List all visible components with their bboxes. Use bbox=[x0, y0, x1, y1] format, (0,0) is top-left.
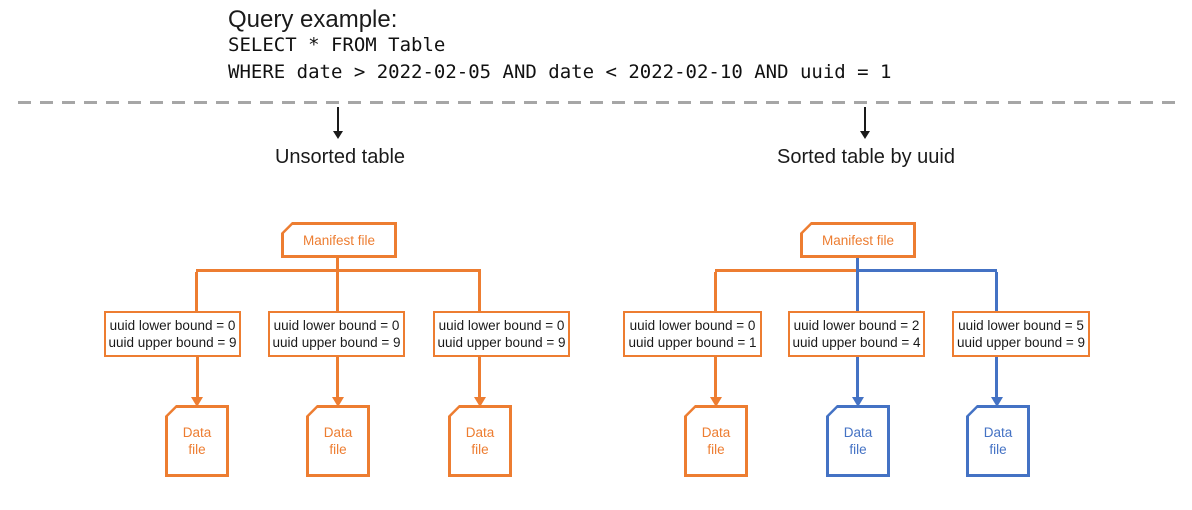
upper-bound-text: uuid upper bound = 4 bbox=[792, 335, 921, 350]
upper-bound-text: uuid upper bound = 9 bbox=[272, 335, 401, 350]
arrow-shaft bbox=[714, 357, 717, 397]
lower-bound-text: uuid lower bound = 2 bbox=[793, 318, 920, 333]
connector-drop-1 bbox=[195, 272, 198, 311]
bound-box-2: uuid lower bound = 0 uuid upper bound = … bbox=[268, 311, 405, 357]
manifest-file-label: Manifest file bbox=[803, 225, 913, 255]
connector-drop-3 bbox=[995, 272, 998, 311]
arrow-head-icon bbox=[332, 397, 344, 407]
data-file-label: Data file bbox=[323, 425, 353, 457]
section-divider bbox=[18, 101, 1177, 104]
data-file-node-3: Data file bbox=[966, 405, 1030, 477]
data-file-label: Data file bbox=[983, 425, 1013, 457]
arrow-head-icon bbox=[852, 397, 864, 407]
lower-bound-text: uuid lower bound = 0 bbox=[629, 318, 756, 333]
arrow-shaft bbox=[337, 107, 339, 131]
data-file-node-2: Data file bbox=[826, 405, 890, 477]
lower-bound-text: uuid lower bound = 5 bbox=[958, 318, 1084, 333]
data-file-label: Data file bbox=[843, 425, 873, 457]
connector-horizontal-bar bbox=[196, 269, 481, 272]
connector-drop-2 bbox=[336, 272, 339, 311]
tree-title-unsorted: Unsorted table bbox=[274, 146, 406, 168]
bound-box-3: uuid lower bound = 5 uuid upper bound = … bbox=[952, 311, 1090, 357]
arrow-head-icon bbox=[991, 397, 1003, 407]
upper-bound-text: uuid upper bound = 9 bbox=[437, 335, 566, 350]
arrow-head-icon bbox=[191, 397, 203, 407]
connector-drop-3 bbox=[478, 272, 481, 311]
lower-bound-text: uuid lower bound = 0 bbox=[109, 318, 236, 333]
arrow-shaft bbox=[196, 357, 199, 397]
arrow-head-icon bbox=[333, 131, 343, 139]
query-sql-line-1: SELECT * FROM Table bbox=[228, 34, 446, 56]
arrow-head-icon bbox=[710, 397, 722, 407]
upper-bound-text: uuid upper bound = 9 bbox=[108, 335, 237, 350]
upper-bound-text: uuid upper bound = 9 bbox=[957, 335, 1085, 350]
query-title: Query example: bbox=[228, 6, 398, 33]
bound-box-2: uuid lower bound = 2 uuid upper bound = … bbox=[788, 311, 925, 357]
data-file-node-2: Data file bbox=[306, 405, 370, 477]
data-file-node-1: Data file bbox=[684, 405, 748, 477]
connector-horizontal-left bbox=[715, 269, 858, 272]
connector-drop-2 bbox=[856, 256, 859, 311]
manifest-file-label: Manifest file bbox=[284, 225, 394, 255]
arrow-head-icon bbox=[474, 397, 486, 407]
connector-horizontal-right bbox=[858, 269, 997, 272]
arrow-shaft bbox=[864, 107, 866, 131]
arrow-shaft bbox=[336, 357, 339, 397]
data-file-label: Data file bbox=[701, 425, 731, 457]
lower-bound-text: uuid lower bound = 0 bbox=[438, 318, 565, 333]
arrow-shaft bbox=[478, 357, 481, 397]
bound-box-1: uuid lower bound = 0 uuid upper bound = … bbox=[104, 311, 241, 357]
bound-box-3: uuid lower bound = 0 uuid upper bound = … bbox=[433, 311, 570, 357]
connector-manifest-stub bbox=[336, 256, 339, 272]
arrow-shaft bbox=[856, 357, 859, 397]
data-file-node-3: Data file bbox=[448, 405, 512, 477]
manifest-file-node: Manifest file bbox=[281, 222, 397, 258]
query-sql-line-2: WHERE date > 2022-02-05 AND date < 2022-… bbox=[228, 61, 892, 83]
upper-bound-text: uuid upper bound = 1 bbox=[628, 335, 757, 350]
data-file-node-1: Data file bbox=[165, 405, 229, 477]
bound-box-1: uuid lower bound = 0 uuid upper bound = … bbox=[623, 311, 762, 357]
arrow-head-icon bbox=[860, 131, 870, 139]
manifest-file-node: Manifest file bbox=[800, 222, 916, 258]
lower-bound-text: uuid lower bound = 0 bbox=[273, 318, 400, 333]
connector-drop-1 bbox=[714, 272, 717, 311]
arrow-shaft bbox=[995, 357, 998, 397]
data-file-label: Data file bbox=[465, 425, 495, 457]
tree-title-sorted: Sorted table by uuid bbox=[777, 146, 955, 168]
data-file-label: Data file bbox=[182, 425, 212, 457]
